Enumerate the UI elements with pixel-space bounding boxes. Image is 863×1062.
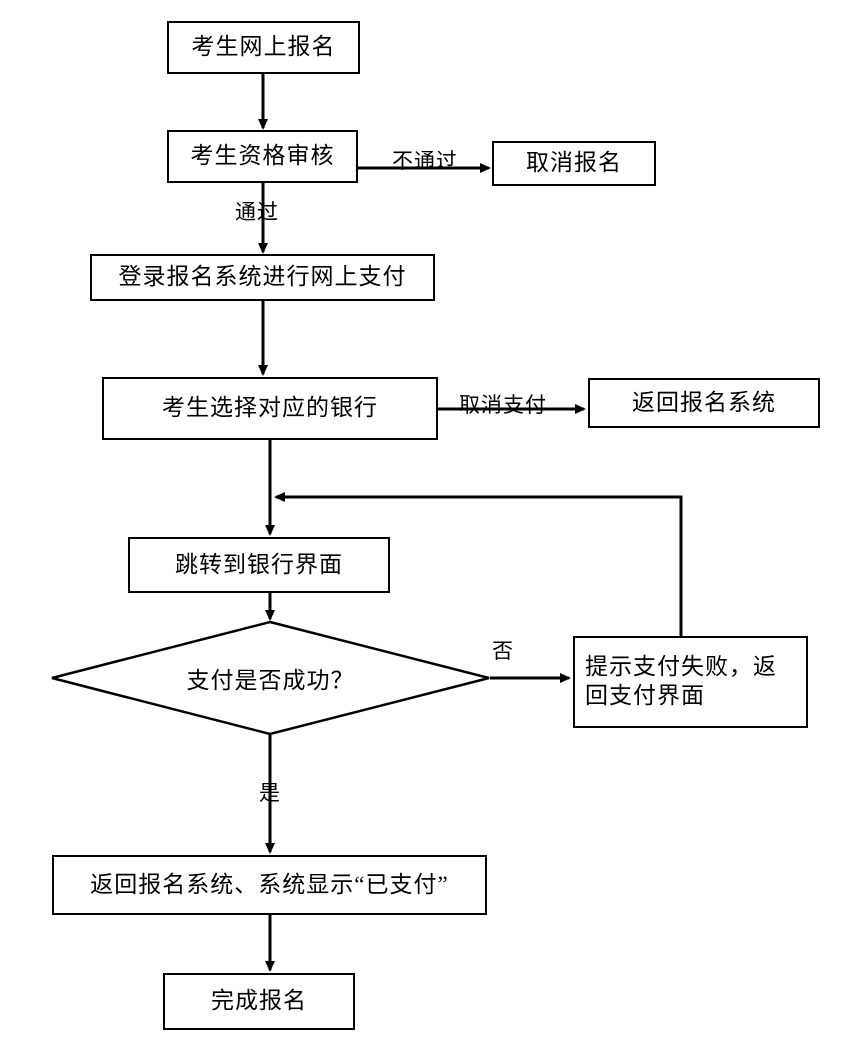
- edge-label-decision-no: 否: [492, 639, 514, 663]
- node-payment-success-decision[interactable]: [50, 620, 491, 736]
- edge-label-decision-yes: 是: [259, 781, 281, 805]
- node-label: 支付是否成功？: [186, 668, 355, 693]
- edge-label-pass-review: 通过: [235, 200, 279, 224]
- node-jump-to-bank-page[interactable]: 跳转到银行界面: [128, 537, 390, 593]
- node-label: 考生网上报名: [191, 34, 336, 60]
- node-payment-failed-notice[interactable]: 提示支付失败，返 回支付界面: [573, 636, 808, 728]
- node-label: 登录报名系统进行网上支付: [118, 264, 407, 290]
- edge-label-cancel-payment: 取消支付: [459, 393, 547, 417]
- node-candidate-online-registration[interactable]: 考生网上报名: [167, 21, 360, 74]
- node-label: 完成报名: [211, 988, 307, 1014]
- node-candidate-select-bank[interactable]: 考生选择对应的银行: [102, 377, 438, 440]
- node-label: 跳转到银行界面: [175, 551, 343, 577]
- node-label: 取消报名: [526, 150, 622, 176]
- node-label: 考生选择对应的银行: [162, 395, 378, 421]
- node-label: 考生资格审核: [190, 143, 335, 169]
- node-return-to-registration-system[interactable]: 返回报名系统: [588, 378, 820, 428]
- edge-label-fail-review: 不通过: [392, 149, 458, 173]
- edge-failnotice-loopback: [274, 492, 683, 636]
- node-candidate-qualification-review[interactable]: 考生资格审核: [167, 130, 358, 183]
- node-return-system-shows-paid[interactable]: 返回报名系统、系统显示“已支付”: [52, 855, 487, 915]
- node-registration-complete[interactable]: 完成报名: [163, 973, 355, 1030]
- decision-label: 支付是否成功？: [50, 620, 491, 736]
- node-label: 返回报名系统、系统显示“已支付”: [90, 871, 449, 897]
- node-cancel-registration[interactable]: 取消报名: [492, 141, 656, 186]
- node-label-line2: 回支付界面: [585, 683, 705, 708]
- node-label-line1: 提示支付失败，返: [585, 654, 777, 680]
- node-label: 返回报名系统: [632, 389, 776, 415]
- node-login-system-online-payment[interactable]: 登录报名系统进行网上支付: [90, 254, 435, 301]
